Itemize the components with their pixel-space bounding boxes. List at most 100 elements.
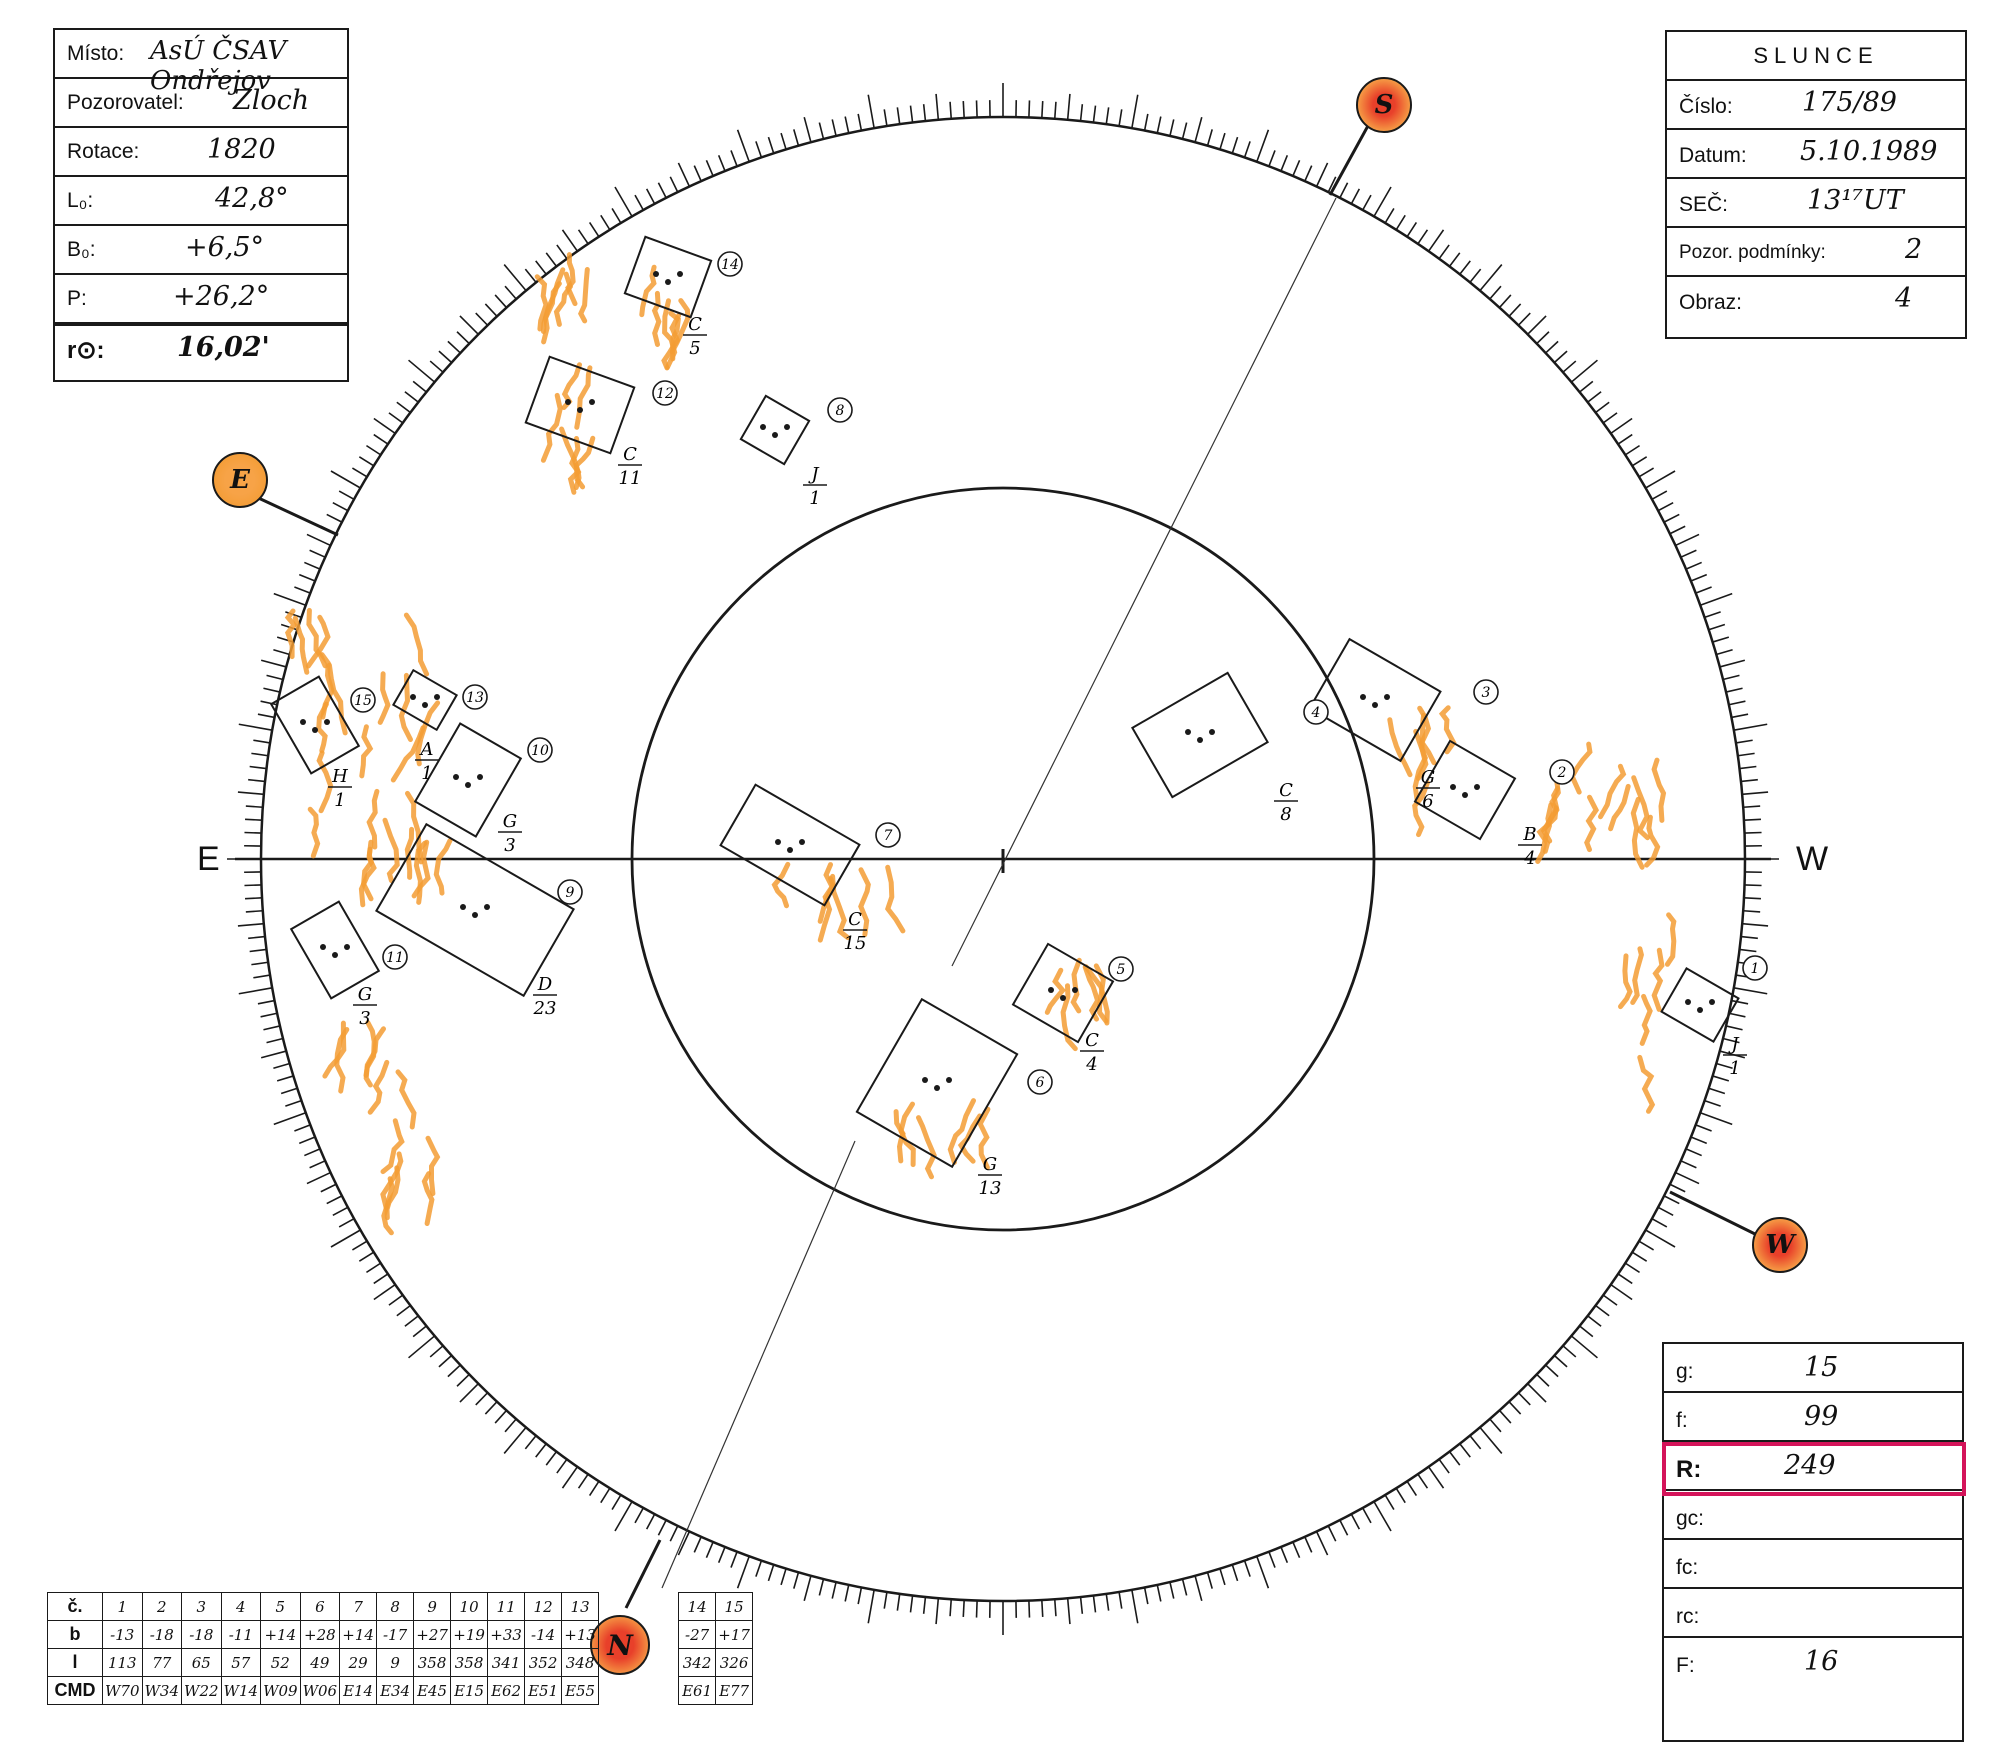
spot-dot — [1462, 792, 1468, 798]
table-cell-l: 326 — [715, 1648, 754, 1677]
table-cell-cmd: W34 — [141, 1676, 183, 1705]
limb-tick — [429, 1345, 444, 1358]
facula-stroke — [1535, 802, 1554, 864]
sec-value: 13¹⁷UT — [1807, 185, 1904, 216]
limb-tick — [1427, 1466, 1445, 1489]
group-number: 7 — [884, 828, 893, 844]
limb-tick — [1651, 1218, 1668, 1228]
spot-dot — [775, 839, 781, 845]
limb-tick — [1427, 229, 1445, 252]
limb-tick — [1350, 1513, 1361, 1530]
limb-tick — [1327, 1525, 1337, 1542]
table-cell-b: +28 — [299, 1620, 341, 1649]
table-cell-cmd: W09 — [260, 1676, 301, 1705]
spot-dot — [410, 694, 416, 700]
spot-dot — [1185, 729, 1191, 735]
table-cell-l: 358 — [450, 1648, 489, 1677]
group-number-circle — [527, 737, 553, 763]
limb-tick — [396, 401, 411, 414]
table-header-b: b — [47, 1620, 103, 1649]
facula-stroke — [366, 788, 380, 850]
limb-tick — [1256, 1555, 1270, 1589]
limb-tick — [257, 713, 275, 719]
table-cell-cols: 11 — [487, 1592, 526, 1621]
limb-tick — [524, 268, 537, 283]
limb-tick — [504, 1418, 517, 1433]
facula-stroke — [403, 612, 430, 677]
group-frame — [855, 997, 1019, 1169]
pozorovatel-row: Pozorovatel: Zloch — [55, 79, 347, 128]
facula-stroke — [573, 435, 596, 490]
table-gap — [599, 1649, 679, 1677]
limb-tick — [896, 1593, 901, 1611]
group-class: B — [1522, 824, 1536, 845]
limb-tick — [273, 649, 290, 656]
limb-tick — [1339, 182, 1349, 199]
limb-tick — [1690, 1136, 1708, 1145]
limb-tick — [1545, 340, 1559, 354]
table-header-l: l — [47, 1648, 103, 1677]
limb-tick — [1459, 1443, 1471, 1458]
group-number-circle — [350, 687, 376, 713]
limb-tick — [245, 909, 263, 913]
limb-tick — [1118, 109, 1123, 127]
rotation-axis-upper — [951, 197, 1337, 967]
table-cell-cols: 12 — [524, 1592, 563, 1621]
limb-tick — [1384, 207, 1395, 224]
spot-dot — [1372, 702, 1378, 708]
limb-tick — [975, 1600, 978, 1618]
limb-tick — [1587, 1315, 1602, 1327]
table-cell-b: +17 — [715, 1620, 754, 1649]
limb-tick — [1373, 1501, 1392, 1532]
limb-tick — [1562, 360, 1577, 373]
ff-value: 16 — [1804, 1646, 1839, 1677]
group-number: 6 — [1036, 1075, 1045, 1091]
table-cell-b: +13 — [561, 1620, 600, 1649]
l0-row: L₀: 42,8° — [55, 177, 347, 226]
group-number: 4 — [1311, 705, 1321, 721]
facula-stroke — [858, 867, 871, 938]
limb-tick — [237, 791, 264, 796]
facula-stroke — [534, 274, 549, 332]
limb-tick — [1028, 1600, 1031, 1618]
table-cell-cols: 9 — [413, 1592, 452, 1621]
limb-tick — [388, 412, 404, 424]
table-cell-cmd: E62 — [487, 1676, 526, 1705]
limb-tick — [1395, 214, 1406, 231]
limb-tick — [260, 659, 287, 668]
cislo-label: Číslo: — [1679, 95, 1733, 118]
limb-tick — [438, 350, 453, 364]
limb-tick — [244, 897, 263, 900]
limb-tick — [1479, 1426, 1503, 1454]
limb-tick — [1675, 533, 1700, 547]
group-number-circle — [652, 380, 678, 406]
datum-row: Datum: 5.10.1989 — [1667, 130, 1965, 179]
limb-tick — [717, 154, 726, 172]
limb-tick — [1169, 119, 1175, 137]
limb-tick — [1742, 922, 1769, 927]
limb-tick — [1131, 1589, 1139, 1624]
limb-tick — [1731, 713, 1749, 719]
f-value: 99 — [1804, 1401, 1839, 1432]
group-number-circle — [557, 879, 583, 905]
limb-tick — [1725, 1025, 1743, 1031]
limb-tick — [249, 948, 267, 953]
limb-tick — [1545, 1364, 1559, 1378]
facula-stroke — [1569, 741, 1593, 795]
limb-tick — [577, 1473, 589, 1489]
limb-tick — [1579, 380, 1594, 393]
limb-tick — [1570, 1335, 1598, 1359]
spot-dot — [934, 1085, 940, 1091]
limb-tick — [1680, 1160, 1697, 1169]
l0-label: L₀: — [67, 189, 94, 212]
table-cell-b: +19 — [450, 1620, 489, 1649]
group-class: J — [1727, 1034, 1740, 1055]
spot-dot — [332, 952, 338, 958]
facula-stroke — [395, 1069, 417, 1130]
spot-dot — [799, 839, 805, 845]
fc-row: fc: — [1664, 1540, 1962, 1589]
group-number: 3 — [1482, 685, 1491, 701]
facula-stroke — [898, 1101, 916, 1168]
